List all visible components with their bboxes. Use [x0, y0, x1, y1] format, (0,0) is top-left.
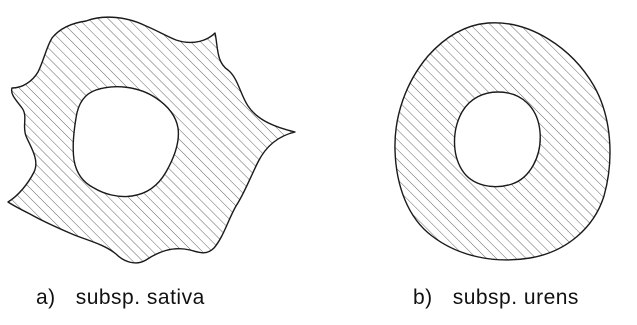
caption-subsp-sativa: a) subsp. sativa: [36, 286, 205, 310]
caption-label-b: subsp. urens: [453, 286, 579, 309]
panel-a-cross-section: [8, 17, 295, 263]
caption-letter-a: a): [36, 286, 56, 310]
caption-letter-b: b): [413, 286, 433, 310]
sativa-outer-outline: [8, 17, 295, 263]
caption-label-a: subsp. sativa: [76, 286, 205, 309]
urens-outer-outline: [395, 23, 610, 260]
panel-b-cross-section: [395, 23, 610, 260]
caption-subsp-urens: b) subsp. urens: [413, 286, 579, 310]
